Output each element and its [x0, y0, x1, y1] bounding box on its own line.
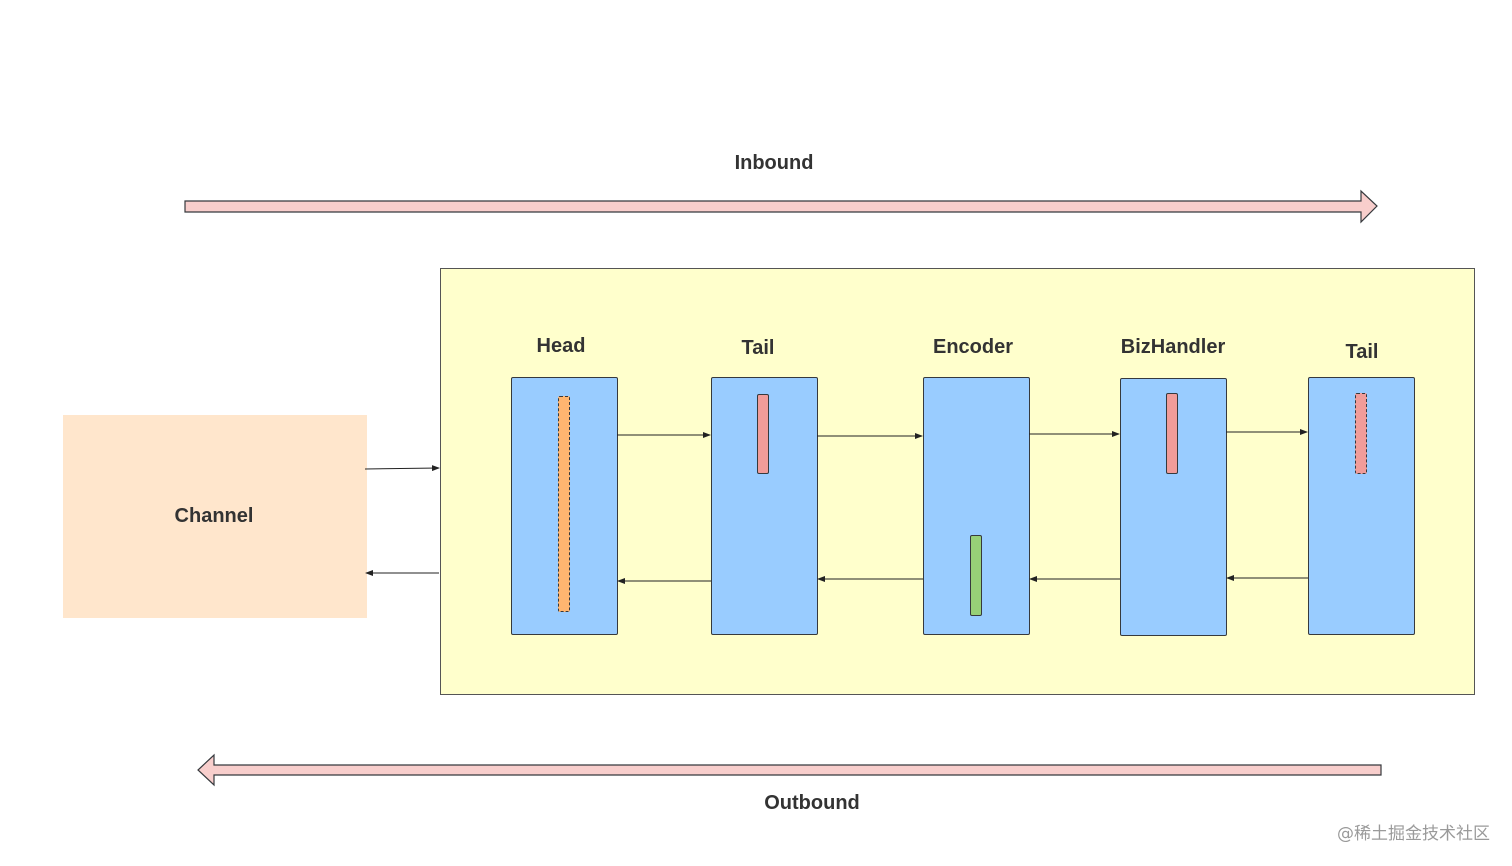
handler-bar-head	[558, 396, 570, 612]
handler-label-tail-2: Tail	[1345, 341, 1379, 363]
handler-bar-tail	[757, 394, 769, 474]
handler-tail	[711, 377, 818, 635]
channel-label: Channel	[174, 505, 254, 527]
watermark: @稀土掘金技术社区	[1337, 824, 1490, 844]
handler-bar-bizhandler	[1166, 393, 1178, 474]
handler-tail-2	[1308, 377, 1415, 635]
inbound-label: Inbound	[734, 152, 814, 174]
connector-channel-to-pipeline	[364, 465, 440, 472]
handler-label-head: Head	[536, 335, 586, 357]
outbound-arrow	[197, 753, 1382, 787]
handler-label-bizhandler: BizHandler	[1120, 336, 1226, 358]
handler-bizhandler	[1120, 378, 1227, 636]
channel-box: Channel	[63, 415, 367, 618]
handler-encoder	[923, 377, 1030, 635]
handler-label-tail: Tail	[741, 337, 775, 359]
inbound-arrow	[184, 189, 1378, 224]
handler-bar-encoder	[970, 535, 982, 616]
handler-label-encoder: Encoder	[932, 336, 1014, 358]
handler-head	[511, 377, 618, 635]
handler-bar-tail-2	[1355, 393, 1367, 474]
outbound-label: Outbound	[764, 792, 860, 814]
